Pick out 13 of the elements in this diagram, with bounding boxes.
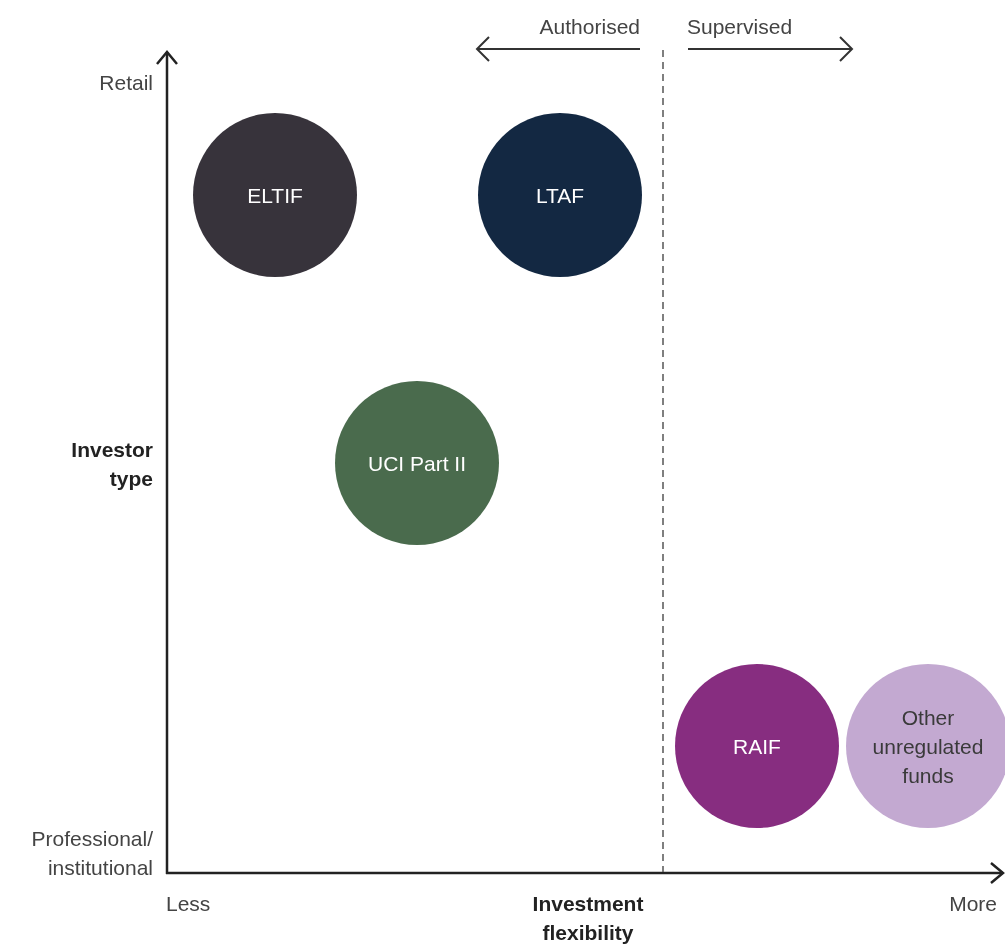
circle-label: Other unregulated funds: [871, 704, 985, 789]
axis-title: Investment flexibility: [531, 891, 645, 944]
circle-label: RAIF: [733, 733, 781, 760]
circle-label: LTAF: [535, 182, 585, 209]
axis-end-label: Professional/ institutional: [30, 826, 153, 881]
axis-end-label: More: [948, 891, 997, 917]
axis-end-label: Less: [166, 891, 212, 917]
axis-title: Investor type: [70, 437, 153, 492]
scale-label: Supervised: [687, 14, 794, 40]
axis-end-label: Retail: [98, 70, 153, 96]
circle-label: ELTIF: [247, 182, 303, 209]
scale-label: Authorised: [538, 14, 640, 40]
circle-label: UCI Part II: [368, 450, 466, 477]
